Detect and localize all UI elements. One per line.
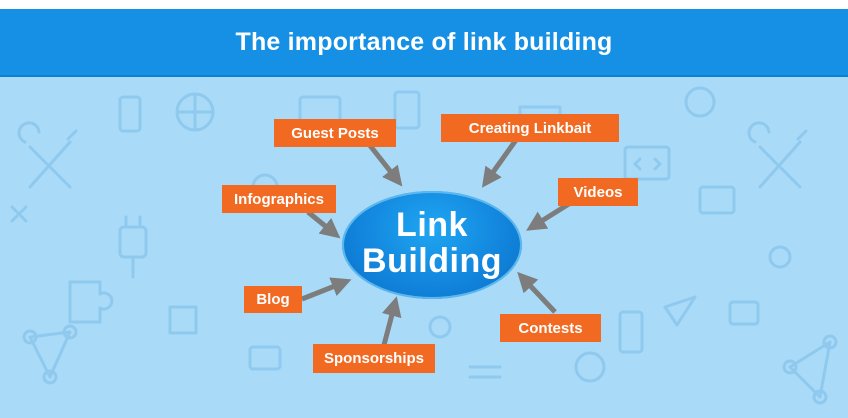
phone-icon xyxy=(118,95,644,354)
arrow-contests xyxy=(517,271,557,314)
arrow-blog xyxy=(301,277,352,302)
wrench-screwdriver-icon xyxy=(17,121,78,189)
wrench-screwdriver-icon xyxy=(747,121,808,189)
node-guest-posts: Guest Posts xyxy=(274,119,396,147)
node-infographics: Infographics xyxy=(222,185,336,213)
globe-icon xyxy=(175,86,716,383)
node-creating-linkbait: Creating Linkbait xyxy=(441,114,619,142)
page-title: The importance of link building xyxy=(235,27,613,56)
arrow-sponsorships xyxy=(381,296,402,346)
node-blog: Blog xyxy=(244,286,302,313)
puzzle-icon xyxy=(68,280,198,335)
arrow-videos xyxy=(526,199,574,231)
top-border xyxy=(0,0,848,9)
network-icon xyxy=(22,324,838,405)
diagram-stage: Link Building Guest Posts Creating Linkb… xyxy=(0,77,848,418)
plug-icon xyxy=(118,215,148,279)
hub-title-line2: Building xyxy=(362,242,502,280)
arrow-creating-linkbait xyxy=(481,138,519,188)
node-videos: Videos xyxy=(558,178,638,206)
code-window-icon xyxy=(623,145,671,181)
title-banner: The importance of link building xyxy=(0,9,848,77)
arrow-guest-posts xyxy=(366,141,403,187)
node-contests: Contests xyxy=(500,314,601,342)
connector-arrows xyxy=(301,138,574,346)
node-sponsorships: Sponsorships xyxy=(313,344,435,373)
hub-title-line1: Link xyxy=(396,206,468,244)
link-building-hub: Link Building xyxy=(342,191,522,299)
arrow-infographics xyxy=(306,210,341,239)
cursor-icon xyxy=(663,295,697,327)
